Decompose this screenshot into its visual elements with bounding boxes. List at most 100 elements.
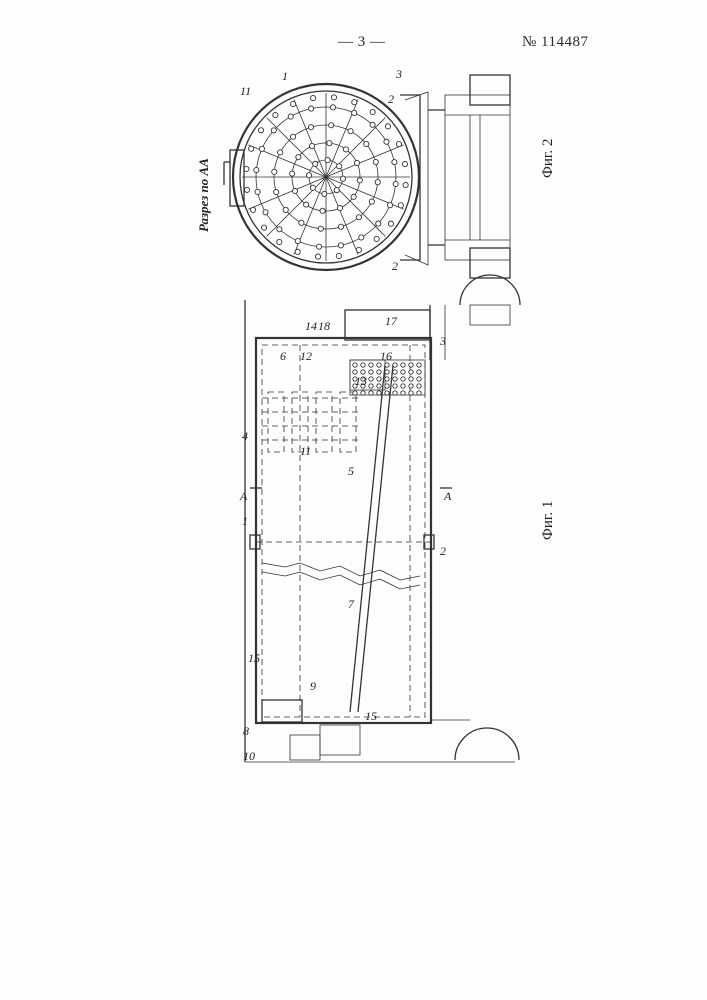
callout-A: A xyxy=(443,489,452,503)
fig2-cradle xyxy=(400,95,420,260)
fig2-hole xyxy=(259,146,264,151)
callout-2: 2 xyxy=(440,544,446,558)
fig1-bed-pebble xyxy=(369,370,373,374)
fig2-hole xyxy=(273,112,278,117)
fig2-hole xyxy=(330,105,335,110)
callout-10: 10 xyxy=(243,749,255,763)
fig2-hole xyxy=(373,159,378,164)
fig2-hole xyxy=(338,224,343,229)
fig2-hole xyxy=(277,227,282,232)
fig1-bed-pebble xyxy=(409,384,413,388)
fig1-bed-pebble xyxy=(353,391,357,395)
callout-15: 15 xyxy=(248,651,260,665)
callout-A: A xyxy=(239,489,248,503)
fig1-tube xyxy=(340,392,356,452)
fig2-spokes xyxy=(242,93,410,261)
fig2-hole xyxy=(277,239,282,244)
fig2-spoke xyxy=(326,177,385,236)
fig1-bed-pebble xyxy=(361,363,365,367)
fig2-hole xyxy=(250,207,255,212)
fig1-bed-pebble xyxy=(409,363,413,367)
fig2-hole xyxy=(354,160,359,165)
fig1-bed-pebble xyxy=(417,391,421,395)
fig1-bed-pebble xyxy=(369,377,373,381)
callout-11: 11 xyxy=(300,444,311,458)
fig1-caption: Фиг. 1 xyxy=(540,501,556,540)
fig1-bed-pebble xyxy=(385,384,389,388)
callout-13: 13 xyxy=(355,374,367,388)
fig2-hole xyxy=(393,181,398,186)
fig2-hole xyxy=(376,221,381,226)
callout-2: 2 xyxy=(392,259,398,273)
fig2-hole xyxy=(283,207,288,212)
callout-7: 7 xyxy=(348,597,355,611)
fig2-hole xyxy=(403,182,408,187)
fig2-hole xyxy=(274,189,279,194)
fig2-hole xyxy=(278,150,283,155)
fig2-wheel xyxy=(470,248,510,278)
callout-8: 8 xyxy=(243,724,249,738)
fig1-screw xyxy=(262,563,420,580)
fig1-drum xyxy=(256,338,431,723)
fig1-bed-pebble xyxy=(353,363,357,367)
fig2-spoke xyxy=(326,118,385,177)
fig2-hole xyxy=(370,122,375,127)
callout-2: 2 xyxy=(388,92,394,106)
fig2-hole xyxy=(310,185,315,190)
fig2-hole xyxy=(351,194,356,199)
fig1-bed-pebble xyxy=(377,363,381,367)
fig2-hole xyxy=(337,164,342,169)
fig1-bed-pebble xyxy=(385,363,389,367)
fig2-hole xyxy=(288,114,293,119)
fig2-hole xyxy=(338,243,343,248)
fig2-hole xyxy=(255,189,260,194)
fig1-tube xyxy=(268,392,284,452)
fig2-hole xyxy=(352,100,357,105)
callout-9: 9 xyxy=(310,679,316,693)
fig2-hole xyxy=(334,188,339,193)
fig2-hole xyxy=(387,203,392,208)
fig2-hole xyxy=(316,244,321,249)
fig2-hole xyxy=(272,169,277,174)
fig2-hole xyxy=(392,160,397,165)
fig2-wheel xyxy=(470,75,510,105)
fig2-hole xyxy=(320,208,325,213)
fig1-bed-pebble xyxy=(409,377,413,381)
fig1-bed-pebble xyxy=(417,363,421,367)
fig2-hole xyxy=(348,129,353,134)
fig2-hole xyxy=(290,171,295,176)
fig1-bed-pebble xyxy=(393,377,397,381)
fig2-hole xyxy=(306,173,311,178)
fig1-bed-pebble xyxy=(377,370,381,374)
callout-3: 3 xyxy=(439,334,446,348)
fig1-bed-pebble xyxy=(385,377,389,381)
fig1-bed-pebble xyxy=(377,384,381,388)
fig2-hole xyxy=(396,142,401,147)
fig2-hole xyxy=(329,123,334,128)
callout-11: 11 xyxy=(240,84,251,98)
fig1-bed-pebble xyxy=(377,377,381,381)
fig1-bed-pebble xyxy=(417,384,421,388)
fig2-hole xyxy=(340,176,345,181)
fig1-bed-pebble xyxy=(409,391,413,395)
callout-4: 4 xyxy=(242,429,248,443)
fig1-bed-pebble xyxy=(393,370,397,374)
callout-1: 1 xyxy=(242,514,248,528)
fig2-hole xyxy=(374,236,379,241)
fig2-hole xyxy=(292,188,297,193)
fig2-spoke xyxy=(267,118,326,177)
fig2-hole xyxy=(309,106,314,111)
fig1-bed-pebble xyxy=(385,370,389,374)
fig2-hole xyxy=(254,167,259,172)
fig1-bed-pebble xyxy=(401,370,405,374)
fig1-bed-pebble xyxy=(401,384,405,388)
fig1-shaft xyxy=(350,365,385,712)
fig2-hole xyxy=(369,199,374,204)
callout-16: 16 xyxy=(380,349,392,363)
fig2-hole xyxy=(322,191,327,196)
fig2-hole xyxy=(315,254,320,259)
fig1-bed-pebble xyxy=(401,377,405,381)
fig1-tube-grid xyxy=(262,392,360,452)
fig2-caption: Фиг. 2 xyxy=(540,139,556,178)
